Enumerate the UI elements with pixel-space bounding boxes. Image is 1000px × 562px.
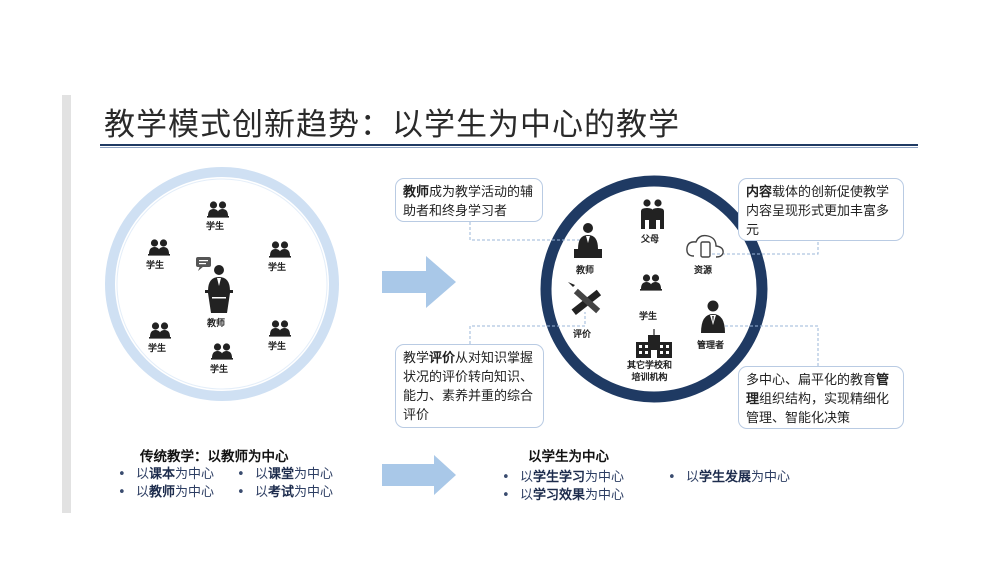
connector-evaluation [469, 312, 586, 344]
student-centered-title: 以学生为中心 [528, 449, 609, 465]
school-label-line1: 其它学校和 [627, 361, 673, 371]
connector-content [706, 242, 819, 255]
transition-arrow-bottom [382, 455, 456, 495]
callout-manage-bold: 管理 [746, 373, 890, 407]
list-item: •以学生学习为中心 [502, 470, 625, 485]
school-node: 其它学校和 培训机构 [627, 360, 672, 384]
cloud-phone-icon [686, 234, 724, 258]
student-label: 学生 [210, 365, 229, 375]
parents-label: 父母 [641, 235, 660, 245]
student-node: 学生 [268, 259, 286, 273]
evaluation-label: 评价 [573, 330, 592, 340]
list-item: •以考试为中心 [237, 485, 334, 500]
callout-eval-bold: 评价 [429, 351, 456, 366]
list-item: •以课堂为中心 [237, 467, 334, 482]
student-node: 学生 [146, 257, 164, 271]
callout-management: 多中心、扁平化的教育管理组织结构，实现精细化管理、智能化决策 [738, 366, 904, 429]
callout-eval-pre: 教学 [403, 351, 430, 366]
traditional-list-col2: •以课堂为中心 •以考试为中心 [237, 466, 333, 502]
list-item: •以课本为中心 [118, 467, 215, 482]
callout-eval-text: 从对知识掌握状况的评价转向知识、能力、素养并重的综合评价 [403, 351, 534, 423]
left-accent-bar [62, 95, 71, 513]
student-label: 学生 [206, 222, 225, 232]
traditional-title: 传统教学：以教师为中心 [140, 449, 289, 465]
callout-teacher-bold: 教师 [403, 185, 430, 200]
student-label: 学生 [146, 261, 165, 271]
student-node: 学生 [639, 308, 657, 322]
page-title: 教学模式创新趋势：以学生为中心的教学 [104, 107, 680, 143]
callout-manage-pre: 多中心、扁平化的教育 [746, 373, 877, 388]
list-item: •以学习效果为中心 [502, 488, 625, 503]
callout-content: 内容载体的创新促使教学内容呈现形式更加丰富多元 [738, 178, 904, 241]
resources-label: 资源 [694, 266, 713, 276]
callout-evaluation: 教学评价从对知识掌握状况的评价转向知识、能力、素养并重的综合评价 [395, 344, 544, 428]
manager-icon [701, 300, 725, 333]
manager-label: 管理者 [697, 341, 725, 351]
teacher-label: 教师 [576, 266, 595, 276]
connector-management [720, 325, 819, 366]
parents-node: 父母 [641, 231, 659, 245]
traditional-list-col1: •以课本为中心 •以教师为中心 [118, 466, 214, 502]
traditional-circle-outer [105, 167, 339, 401]
resources-node: 资源 [694, 262, 712, 276]
school-label-line2: 培训机构 [631, 373, 668, 383]
teacher-node: 教师 [576, 262, 594, 276]
list-item: •以教师为中心 [118, 485, 215, 500]
student-centered-list-col1: •以学生学习为中心 •以学习效果为中心 [502, 469, 624, 505]
title-underline-thin [100, 147, 918, 148]
student-label: 学生 [639, 312, 658, 322]
student-node: 学生 [206, 218, 224, 232]
teacher-podium-icon [205, 265, 233, 313]
title-underline [100, 144, 918, 146]
evaluation-node: 评价 [573, 326, 591, 340]
school-building-icon [636, 329, 672, 358]
callout-teacher: 教师成为教学活动的辅助者和终身学习者 [395, 178, 543, 222]
callout-teacher-text: 成为教学活动的辅助者和终身学习者 [403, 185, 534, 219]
callout-manage-text: 组织结构，实现精细化管理、智能化决策 [746, 392, 890, 426]
student-label: 学生 [268, 342, 287, 352]
callout-content-bold: 内容 [746, 185, 773, 200]
teacher-node: 教师 [207, 315, 225, 329]
student-node: 学生 [148, 340, 166, 354]
list-item: •以学生发展为中心 [668, 470, 791, 485]
teacher-desk-icon [574, 223, 602, 258]
student-label: 学生 [148, 344, 167, 354]
manager-node: 管理者 [697, 337, 724, 351]
transition-arrow-top [382, 256, 456, 308]
parents-icon [641, 199, 664, 229]
student-node: 学生 [268, 338, 286, 352]
speech-bubble-icon [196, 257, 211, 271]
student-centered-list-col2: •以学生发展为中心 [668, 469, 790, 487]
connector-teacher [469, 222, 591, 252]
teacher-label: 教师 [207, 319, 226, 329]
callout-content-text: 载体的创新促使教学内容呈现形式更加丰富多元 [746, 185, 890, 238]
pencil-ruler-icon [568, 282, 602, 316]
student-label: 学生 [268, 263, 287, 273]
student-node: 学生 [210, 361, 228, 375]
